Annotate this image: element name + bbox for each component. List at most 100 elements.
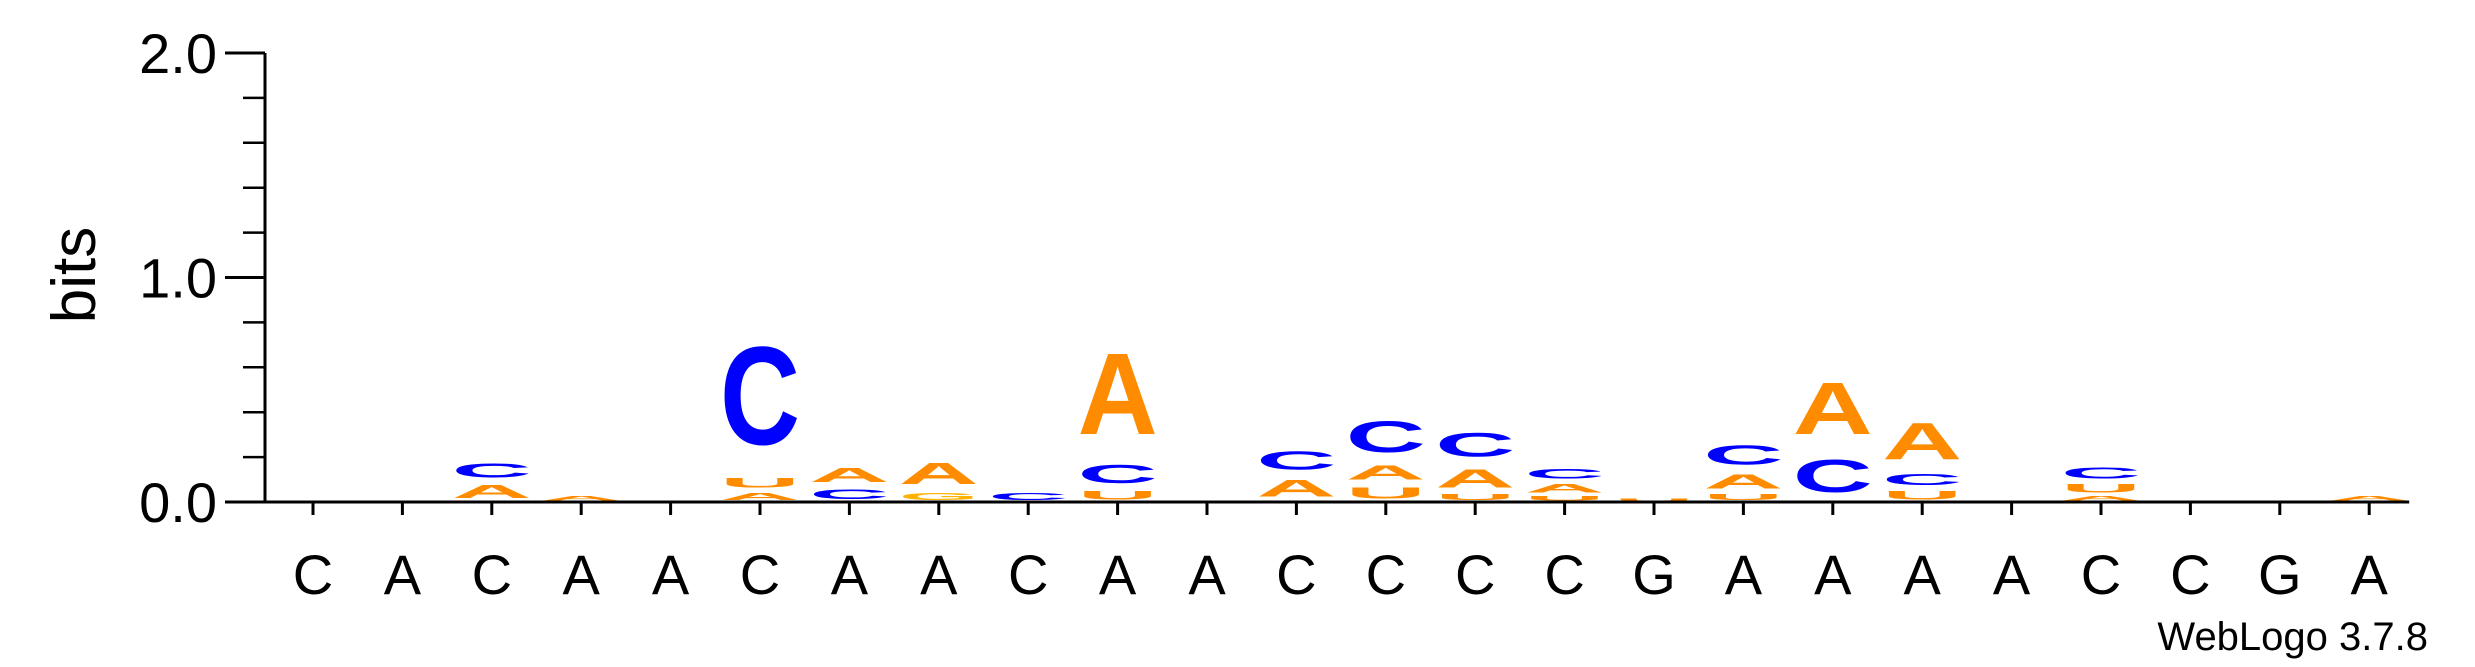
- svg-text:G: G: [899, 491, 979, 502]
- svg-text:C: C: [1256, 446, 1336, 475]
- logo-glyph-U: U: [1614, 497, 1694, 502]
- logo-glyph-C: C: [1346, 412, 1426, 461]
- svg-text:A: A: [1793, 367, 1873, 450]
- svg-text:C: C: [1346, 412, 1426, 461]
- svg-text:A: A: [1346, 461, 1426, 483]
- x-tick-label: A: [1099, 543, 1137, 606]
- svg-text:C: C: [988, 491, 1068, 502]
- logo-glyph-U: U: [720, 475, 800, 491]
- svg-text:A: A: [1525, 482, 1605, 495]
- x-tick-label: A: [920, 543, 958, 606]
- svg-text:C: C: [2061, 464, 2141, 482]
- logo-glyph-A: A: [1703, 470, 1783, 492]
- logo-glyph-A: A: [1078, 329, 1158, 459]
- svg-text:A: A: [1703, 470, 1783, 492]
- x-tick-label: C: [1366, 543, 1406, 606]
- x-tick-label: C: [1544, 543, 1584, 606]
- x-tick-label: C: [740, 543, 780, 606]
- logo-glyph-C: C: [988, 491, 1068, 502]
- logo-glyph-C: C: [2061, 464, 2141, 482]
- logo-glyph-U: U: [1525, 495, 1605, 502]
- logo-glyph-A: A: [1256, 475, 1336, 502]
- logo-glyph-U: U: [1078, 489, 1158, 502]
- svg-text:C: C: [1703, 439, 1783, 470]
- x-tick-label: C: [1008, 543, 1048, 606]
- y-axis-label: bits: [40, 227, 109, 323]
- svg-text:U: U: [1703, 493, 1783, 502]
- svg-text:A: A: [452, 482, 532, 502]
- logo-glyph-U: U: [1435, 493, 1515, 502]
- svg-text:U: U: [1346, 484, 1426, 502]
- svg-text:C: C: [809, 486, 889, 502]
- logo-glyph-C: C: [452, 459, 532, 481]
- logo-glyph-C: C: [1703, 439, 1783, 470]
- logo-glyph-A: A: [2329, 495, 2409, 502]
- svg-text:A: A: [720, 491, 800, 502]
- logo-glyph-C: C: [1078, 459, 1158, 488]
- svg-text:C: C: [452, 459, 532, 481]
- svg-text:A: A: [809, 464, 889, 486]
- logo-glyph-A: A: [899, 457, 979, 490]
- svg-text:U: U: [1435, 493, 1515, 502]
- logo-glyph-A: A: [1882, 413, 1962, 471]
- x-tick-label: A: [2351, 543, 2389, 606]
- x-tick-label: A: [831, 543, 869, 606]
- y-axis: 0.01.02.0: [139, 22, 267, 534]
- x-tick-label: C: [1455, 543, 1495, 606]
- svg-text:C: C: [1435, 426, 1515, 464]
- x-tick-label: C: [2081, 543, 2121, 606]
- x-tick-label: C: [1276, 543, 1316, 606]
- svg-text:A: A: [2061, 495, 2141, 502]
- logo-glyph-U: U: [1346, 484, 1426, 502]
- logo-glyph-A: A: [2061, 495, 2141, 502]
- x-tick-label: A: [1993, 543, 2031, 606]
- logo-glyph-A: A: [1346, 461, 1426, 483]
- x-tick-label: A: [1904, 543, 1942, 606]
- logo-glyph-A: A: [1435, 464, 1515, 493]
- svg-text:U: U: [1614, 497, 1694, 502]
- svg-text:A: A: [1256, 475, 1336, 502]
- x-tick-label: A: [1188, 543, 1226, 606]
- svg-text:A: A: [899, 457, 979, 490]
- svg-text:C: C: [1078, 459, 1158, 488]
- svg-text:U: U: [720, 475, 800, 491]
- logo-glyph-C: C: [1435, 426, 1515, 464]
- svg-text:A: A: [1435, 464, 1515, 493]
- svg-text:U: U: [1525, 495, 1605, 502]
- logo-glyph-U: U: [1882, 489, 1962, 502]
- svg-text:A: A: [1882, 413, 1962, 471]
- svg-text:A: A: [1078, 329, 1158, 459]
- svg-text:U: U: [2061, 482, 2141, 495]
- svg-text:A: A: [2329, 495, 2409, 502]
- logo-glyph-C: C: [1882, 470, 1962, 488]
- y-tick-label: 0.0: [139, 471, 217, 534]
- svg-text:C: C: [1793, 450, 1873, 502]
- logo-glyph-A: A: [452, 482, 532, 502]
- logo-glyph-C: C: [1793, 450, 1873, 502]
- x-tick-label: C: [293, 543, 333, 606]
- logo-glyph-C: C: [1525, 466, 1605, 482]
- x-tick-label: A: [1725, 543, 1763, 606]
- logo-glyph-A: A: [720, 491, 800, 502]
- svg-text:C: C: [1525, 466, 1605, 482]
- svg-text:C: C: [1882, 470, 1962, 488]
- logo-glyph-U: U: [2061, 482, 2141, 495]
- y-tick-label: 2.0: [139, 22, 217, 85]
- logo-glyph-A: A: [1793, 367, 1873, 450]
- svg-text:C: C: [720, 318, 800, 475]
- x-tick-label: A: [563, 543, 601, 606]
- weblogo-credit: WebLogo 3.7.8: [2157, 615, 2428, 659]
- x-tick-label: C: [2170, 543, 2210, 606]
- svg-text:A: A: [541, 495, 621, 502]
- svg-text:U: U: [1882, 489, 1962, 502]
- logo-glyph-C: C: [809, 486, 889, 502]
- x-tick-label: A: [384, 543, 422, 606]
- logo-glyph-G: G: [899, 491, 979, 502]
- logo-glyph-A: A: [541, 495, 621, 502]
- logo-glyph-C: C: [1256, 446, 1336, 475]
- logo-glyph-C: C: [720, 318, 800, 475]
- x-tick-label: G: [2258, 543, 2302, 606]
